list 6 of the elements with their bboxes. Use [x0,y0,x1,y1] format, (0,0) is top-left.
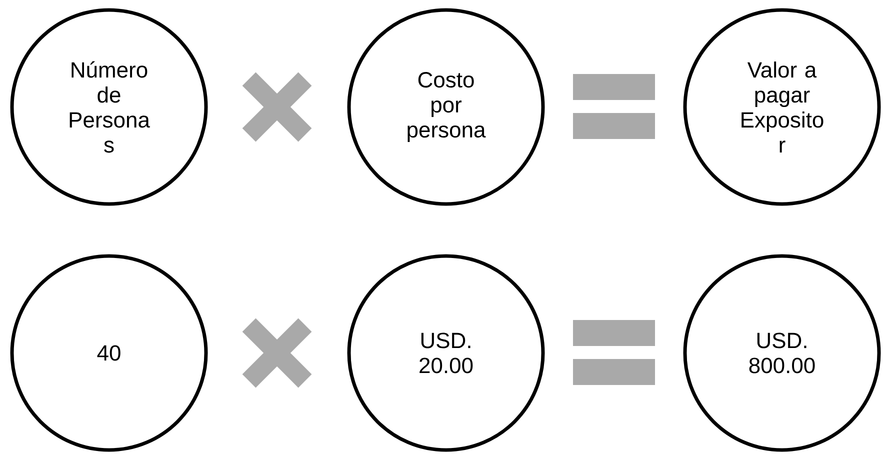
circle-node: Costo por persona [347,8,545,206]
circle-node: USD. 800.00 [683,254,881,452]
circle-node: USD. 20.00 [347,254,545,452]
circle-node: 40 [10,254,208,452]
circle-node: Valor a pagar Exposito r [683,8,881,206]
circle-node: Número de Persona s [10,8,208,206]
